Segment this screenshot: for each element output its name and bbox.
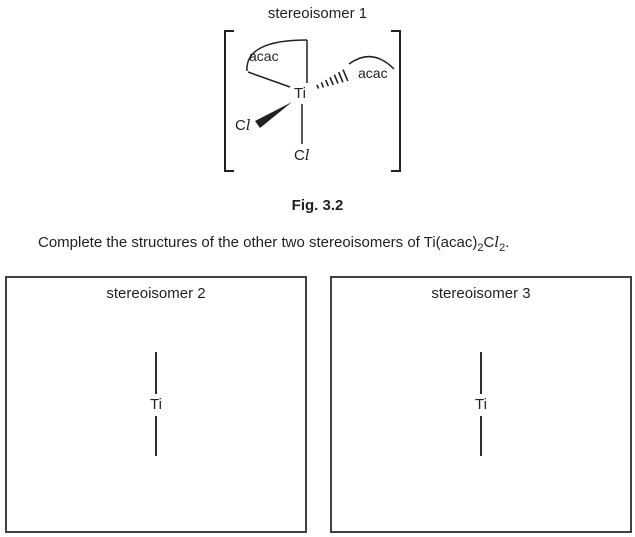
subscript-2b: 2 (499, 242, 506, 254)
cl-front-label: Cl (235, 116, 251, 134)
figure-caption: Fig. 3.2 (291, 197, 344, 214)
acac-right-label: acac (358, 65, 388, 81)
hashed-wedge-bond (316, 69, 349, 89)
instruction-period: . (505, 234, 510, 251)
instruction-element-c: C (483, 234, 495, 251)
vertical-bond-bottom (154, 416, 157, 456)
subscript-2a: 2 (477, 242, 484, 254)
instruction-element-l: l (494, 233, 500, 251)
acac-left-label: acac (249, 48, 279, 64)
left-bracket (224, 30, 234, 172)
instruction-part-1: Complete the structures of the other two… (38, 234, 478, 251)
ti-label: Ti (150, 396, 162, 413)
stereoisomer1-structure: acac Ti acac Cl Cl (224, 30, 401, 172)
bond-upper-left (247, 71, 291, 88)
answer-box-2-title: stereoisomer 2 (106, 285, 206, 302)
cl-front-c: C (235, 117, 246, 134)
partial-structure-stereoisomer-2: Ti (150, 352, 162, 456)
vertical-bond-top (479, 352, 482, 394)
answer-box-3-title: stereoisomer 3 (431, 285, 531, 302)
cl-bottom-c: C (294, 147, 305, 164)
acac-left-chelate-arc (246, 39, 308, 72)
figure-title: stereoisomer 1 (267, 5, 368, 22)
cl-bottom-label: Cl (294, 146, 310, 164)
answer-box-stereoisomer-3: stereoisomer 3 Ti (330, 276, 632, 533)
vertical-bond-top (154, 352, 157, 394)
ti-label: Ti (475, 396, 487, 413)
ti-center-label: Ti (294, 85, 306, 102)
acac-right-chelate-arc (348, 55, 395, 70)
solid-wedge-bond (255, 102, 292, 128)
cl-bottom-l: l (305, 146, 310, 164)
vertical-bond-bottom (479, 416, 482, 456)
partial-structure-stereoisomer-3: Ti (475, 352, 487, 456)
cl-front-l: l (246, 116, 251, 134)
answer-box-stereoisomer-2: stereoisomer 2 Ti (5, 276, 307, 533)
right-bracket (391, 30, 401, 172)
instruction-text: Complete the structures of the other two… (38, 233, 509, 254)
